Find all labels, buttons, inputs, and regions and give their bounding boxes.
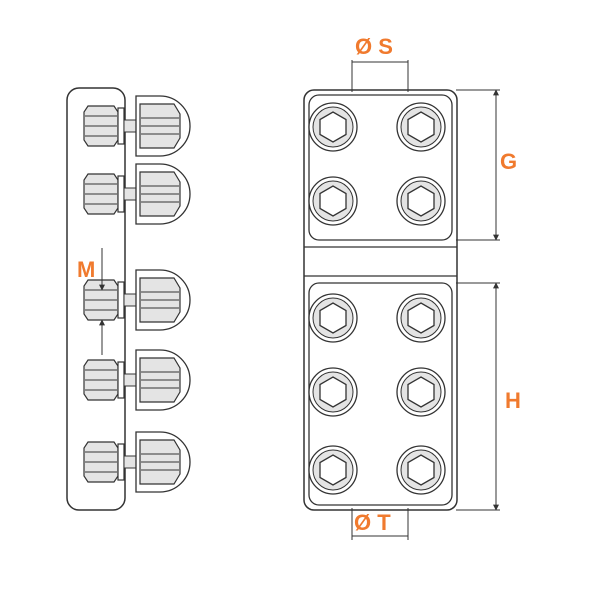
diameter-s-label: Ø S	[355, 34, 393, 59]
hex-bolt-head-top-icon	[396, 293, 446, 343]
dimension-h	[456, 282, 500, 511]
hex-bolt-head-top-icon	[396, 367, 446, 417]
hex-bolt-head-top-icon	[308, 176, 358, 226]
hex-bolt-head-top-icon	[308, 367, 358, 417]
hex-bolt-head-top-icon	[308, 102, 358, 152]
dimension-g-label: G	[500, 149, 518, 174]
hex-bolt-with-nut-side-icon	[83, 163, 191, 225]
hex-bolt-head-top-icon	[396, 176, 446, 226]
side-view	[66, 87, 191, 511]
dimension-g	[456, 89, 500, 241]
hex-bolt-with-nut-side-icon	[83, 95, 191, 157]
dimension-h-label: H	[505, 388, 521, 413]
front-view	[303, 89, 458, 511]
hex-bolt-head-top-icon	[396, 445, 446, 495]
dimension-m-label: M	[77, 257, 96, 282]
diameter-t-label: Ø T	[354, 510, 391, 535]
hex-bolt-with-nut-side-icon	[83, 349, 191, 411]
hex-bolt-with-nut-side-icon	[83, 269, 191, 331]
hex-bolt-head-top-icon	[308, 445, 358, 495]
hex-bolt-head-top-icon	[308, 293, 358, 343]
hex-bolt-with-nut-side-icon	[83, 431, 191, 493]
dimension-t	[351, 508, 409, 540]
hex-bolt-head-top-icon	[396, 102, 446, 152]
dimension-s	[351, 60, 409, 92]
